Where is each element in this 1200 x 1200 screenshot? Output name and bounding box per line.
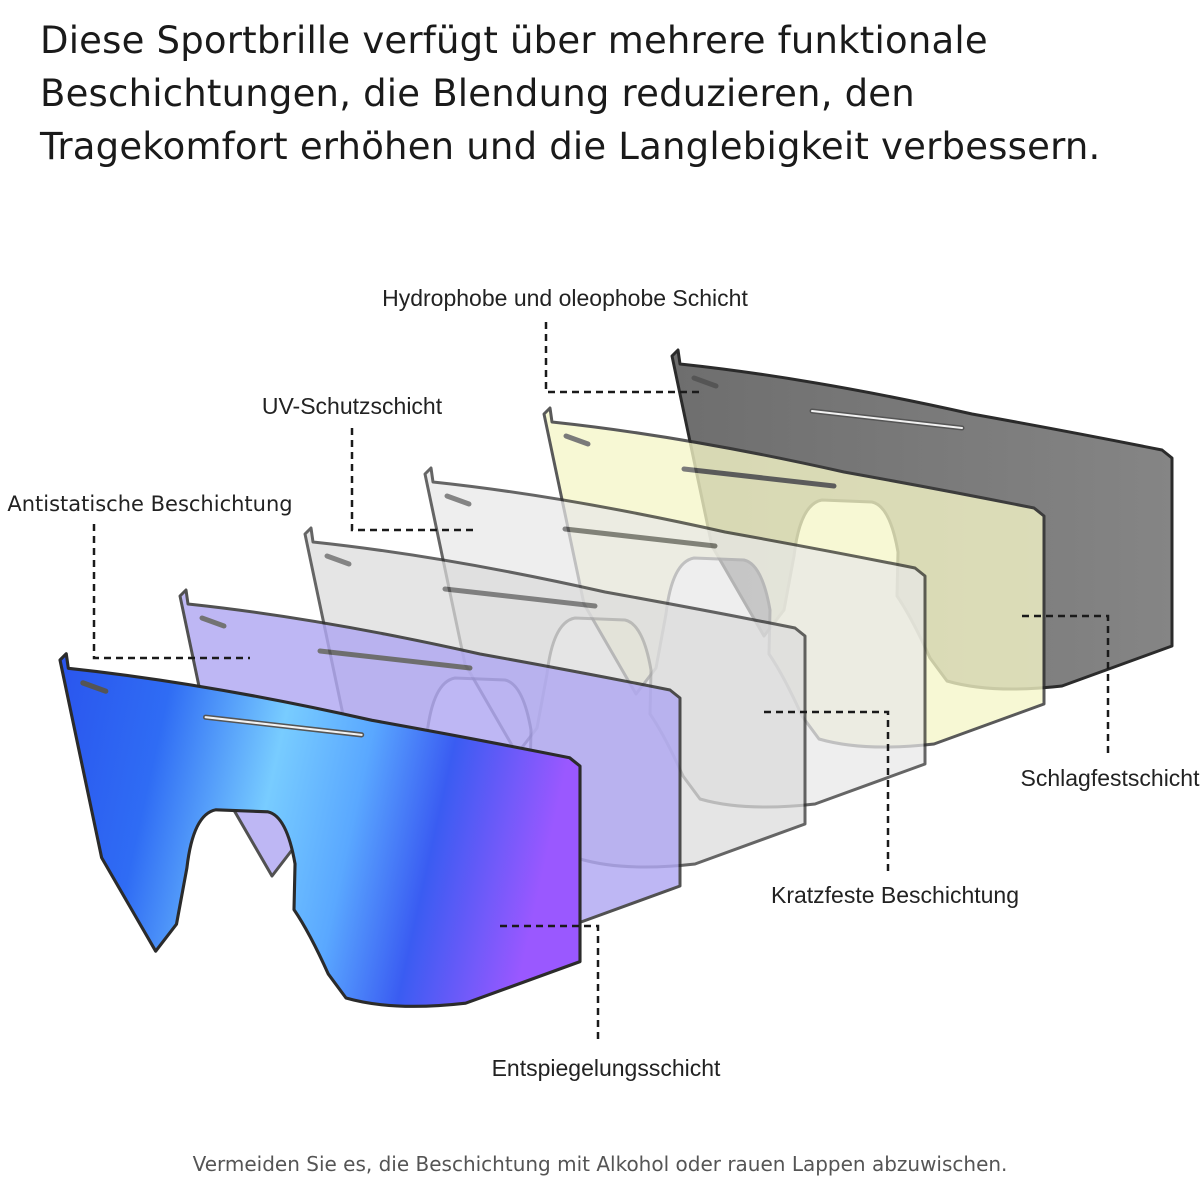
leader-antireflective xyxy=(500,924,600,1040)
leader-antistatic xyxy=(92,524,250,660)
label-antireflective: Entspiegelungsschicht xyxy=(492,1055,721,1081)
label-impact: Schlagfestschicht xyxy=(1021,765,1200,791)
lens-layer-mirror xyxy=(58,652,582,1008)
lens-layer-purple xyxy=(178,588,682,931)
headline-line-3: Tragekomfort erhöhen und die Langlebigke… xyxy=(40,125,1101,168)
label-uv: UV-Schutzschicht xyxy=(262,393,443,419)
care-note: Vermeiden Sie es, die Beschichtung mit A… xyxy=(192,1152,1008,1176)
headline-line-2: Beschichtungen, die Blendung reduzieren,… xyxy=(40,72,915,115)
lens-layer-grey xyxy=(670,348,1174,691)
headline: Diese Sportbrille verfügt über mehrere f… xyxy=(40,14,1190,173)
leader-uv xyxy=(350,428,478,532)
label-antistatic: Antistatische Beschichtung xyxy=(7,492,292,516)
headline-line-1: Diese Sportbrille verfügt über mehrere f… xyxy=(40,19,988,62)
lens-layer-yellow xyxy=(542,406,1046,749)
label-hydrophobic: Hydrophobe und oleophobe Schicht xyxy=(382,285,748,311)
label-scratch: Kratzfeste Beschichtung xyxy=(771,882,1019,908)
lens-layer-clear-a xyxy=(423,466,927,809)
lens-layer-clear-b xyxy=(303,526,807,869)
leader-scratch xyxy=(764,710,890,872)
leader-hydrophobic xyxy=(544,322,700,394)
leader-impact xyxy=(1022,614,1110,756)
